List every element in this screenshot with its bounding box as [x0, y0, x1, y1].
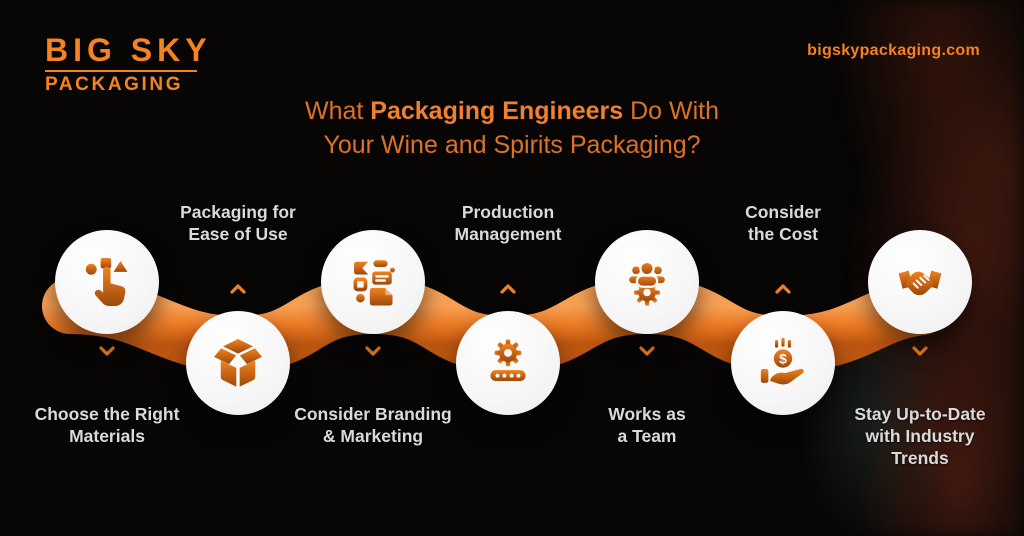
step-circle-5	[595, 230, 699, 334]
chevron-up-icon	[230, 284, 246, 294]
cost-icon: $	[760, 337, 804, 385]
page-title: What Packaging Engineers Do With Your Wi…	[0, 94, 1024, 162]
logo-underline	[45, 70, 197, 72]
logo-text-bottom: PACKAGING	[45, 74, 184, 95]
step-circle-7	[868, 230, 972, 334]
step-circle-2	[186, 311, 290, 415]
step-label-3: Consider Branding& Marketing	[294, 404, 452, 446]
step-circle-1	[55, 230, 159, 334]
teamwork-icon	[626, 260, 668, 306]
step-circle-3	[321, 230, 425, 334]
chevron-down-icon	[912, 346, 928, 356]
production-management-icon	[490, 339, 526, 381]
choose-materials-icon	[85, 258, 128, 306]
step-circle-4	[456, 311, 560, 415]
handshake-icon	[898, 270, 942, 296]
chevron-up-icon	[500, 284, 516, 294]
logo-text-top: BIG SKY	[45, 32, 212, 68]
open-box-icon	[214, 339, 262, 387]
title-line2: Your Wine and Spirits Packaging?	[323, 131, 701, 159]
step-circle-6: $	[731, 311, 835, 415]
branding-marketing-icon	[353, 260, 395, 306]
title-line1: What Packaging Engineers Do With	[304, 97, 720, 125]
chevron-down-icon	[639, 346, 655, 356]
chevron-up-icon	[775, 284, 791, 294]
website-url[interactable]: bigskypackaging.com	[807, 42, 980, 59]
chevron-down-icon	[99, 346, 115, 356]
dollar-sign: $	[779, 350, 787, 366]
brand-logo: BIG SKY PACKAGING	[45, 32, 212, 95]
chevron-down-icon	[365, 346, 381, 356]
